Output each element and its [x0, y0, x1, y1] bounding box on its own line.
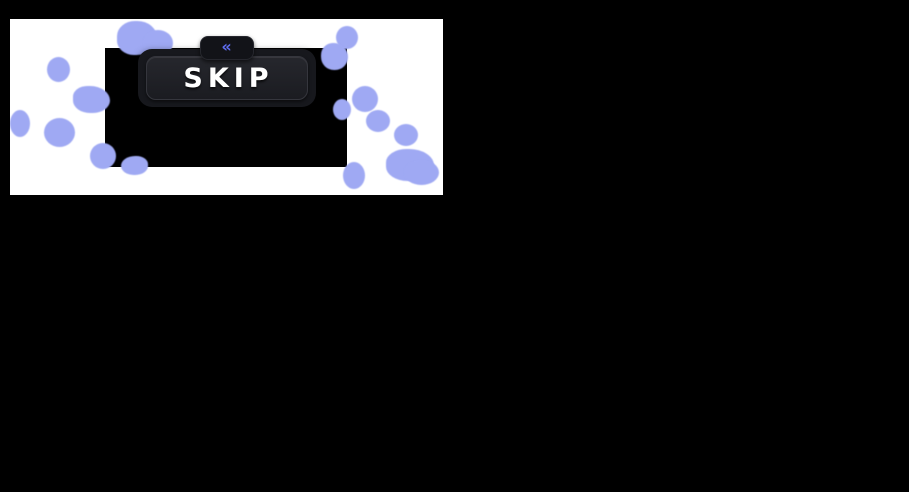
- paint-blob: [10, 110, 30, 137]
- paint-blob: [394, 124, 418, 146]
- paint-blob: [352, 86, 378, 112]
- skip-button-label: SKIP: [183, 62, 274, 94]
- paint-blob: [386, 149, 434, 181]
- collapse-handle[interactable]: «: [199, 36, 254, 60]
- paint-blob: [44, 118, 75, 147]
- drawing-window[interactable]: « SKIP: [10, 19, 443, 195]
- paint-blob: [366, 110, 390, 132]
- skip-overlay: « SKIP: [137, 36, 316, 107]
- paint-blob: [404, 160, 439, 185]
- paint-blob: [47, 57, 70, 82]
- paint-blob: [336, 26, 358, 49]
- double-chevron-left-icon: «: [221, 37, 232, 56]
- skip-button[interactable]: SKIP: [145, 56, 308, 100]
